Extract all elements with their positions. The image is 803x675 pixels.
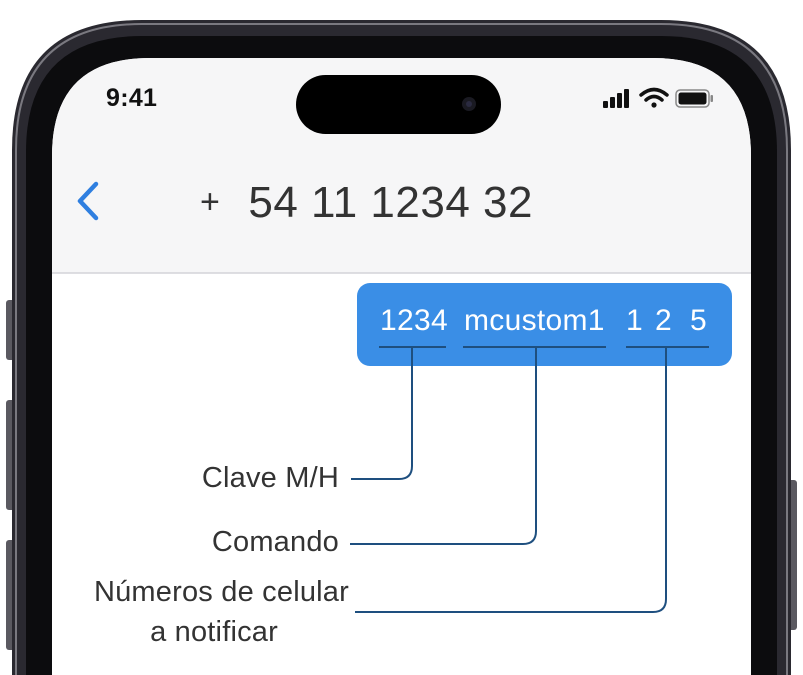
token-password: 1234 [380,304,448,337]
connector-numeros [355,347,667,613]
phone-number: 54 11 1234 32 [248,178,533,227]
plus-sign: + [200,183,221,221]
label-clave: Clave M/H [201,462,339,494]
phone-frame-highlight [15,23,788,675]
signal-icon [603,89,629,108]
contact-number[interactable]: +54 11 1234 32 [200,178,620,228]
token-command: mcustom1 [464,304,605,337]
camera-lens-dot [466,101,472,107]
label-comando: Comando [211,526,339,558]
token-number-3: 5 [690,304,707,337]
label-numeros-line2: a notificar [150,616,278,648]
connector-comando [350,347,537,545]
wifi-icon [639,87,669,108]
dynamic-island [296,75,501,134]
status-time: 9:41 [106,84,158,112]
message-bubble [357,283,732,366]
header-band [52,58,751,273]
connector-clave [351,347,413,480]
token-number-1: 1 [626,304,643,337]
label-numeros-line1: Números de celular [93,576,349,608]
battery-icon [675,89,713,108]
token-number-2: 2 [655,304,672,337]
chevron-left-icon[interactable] [72,180,106,222]
